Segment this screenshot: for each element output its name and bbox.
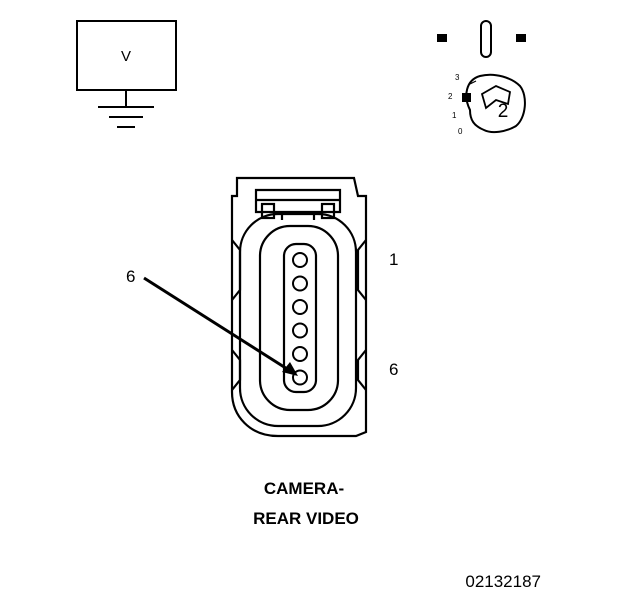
connector-body bbox=[230, 176, 368, 438]
switch-position-3: 3 bbox=[455, 73, 460, 82]
pointer-arrow-line bbox=[143, 276, 293, 374]
connector-seal-outer bbox=[238, 212, 358, 428]
connector-outer-shell bbox=[230, 176, 368, 438]
voltmeter-label: V bbox=[121, 48, 131, 65]
caption-line-1: CAMERA- bbox=[264, 479, 344, 498]
connector-latch bbox=[254, 188, 342, 214]
connector-pin-5 bbox=[292, 346, 308, 362]
pin-cavity bbox=[282, 242, 318, 394]
pin-label-bottom: 6 bbox=[389, 360, 398, 379]
switch-position-2: 2 bbox=[448, 92, 453, 101]
caption-line-2: REAR VIDEO bbox=[253, 509, 359, 528]
connector-pin-3 bbox=[292, 299, 308, 315]
pin-label-top: 1 bbox=[389, 250, 398, 269]
figure-id: 02132187 bbox=[465, 572, 541, 591]
pointer-arrowhead bbox=[282, 362, 298, 376]
connector-pin-4 bbox=[292, 322, 308, 339]
connector-pin-2 bbox=[292, 275, 308, 292]
connector-pin-1 bbox=[292, 252, 308, 268]
connector-pins bbox=[292, 252, 308, 386]
pointer-label: 6 bbox=[126, 267, 135, 286]
switch-position-0: 0 bbox=[458, 127, 463, 136]
voltmeter-symbol bbox=[76, 20, 177, 128]
switch-position-1: 1 bbox=[452, 111, 457, 120]
switch-dial bbox=[465, 73, 526, 134]
switch-selected-position: 2 bbox=[498, 101, 509, 122]
ignition-switch-icon bbox=[437, 20, 526, 134]
connector-seal-inner bbox=[258, 224, 340, 412]
